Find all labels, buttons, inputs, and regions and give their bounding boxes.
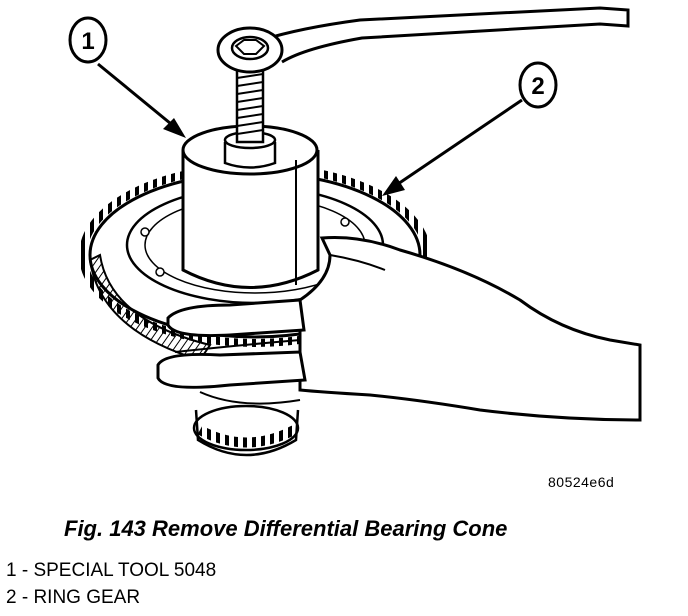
legend-list: 1 - SPECIAL TOOL 5048 2 - RING GEAR [6,557,216,611]
hands [156,236,642,422]
figure-reference-code: 80524e6d [548,474,615,490]
callout-2-number: 2 [531,73,544,100]
special-tool [181,66,320,289]
figure-caption: Fig. 143 Remove Differential Bearing Con… [64,516,508,541]
callout-2: 2 [382,61,558,196]
arrow-head-icon [382,176,405,196]
arrow-head-icon [163,118,186,138]
legend-item: 2 - RING GEAR [6,587,141,608]
callout-1-number: 1 [81,28,94,55]
wrench [216,6,630,74]
legend-item: 1 - SPECIAL TOOL 5048 [6,560,217,581]
illustration: 1 2 [68,6,642,457]
callout-1: 1 [68,16,186,138]
bearing-cone [192,404,300,457]
bearing-removal-drawing: 1 2 [68,6,642,457]
